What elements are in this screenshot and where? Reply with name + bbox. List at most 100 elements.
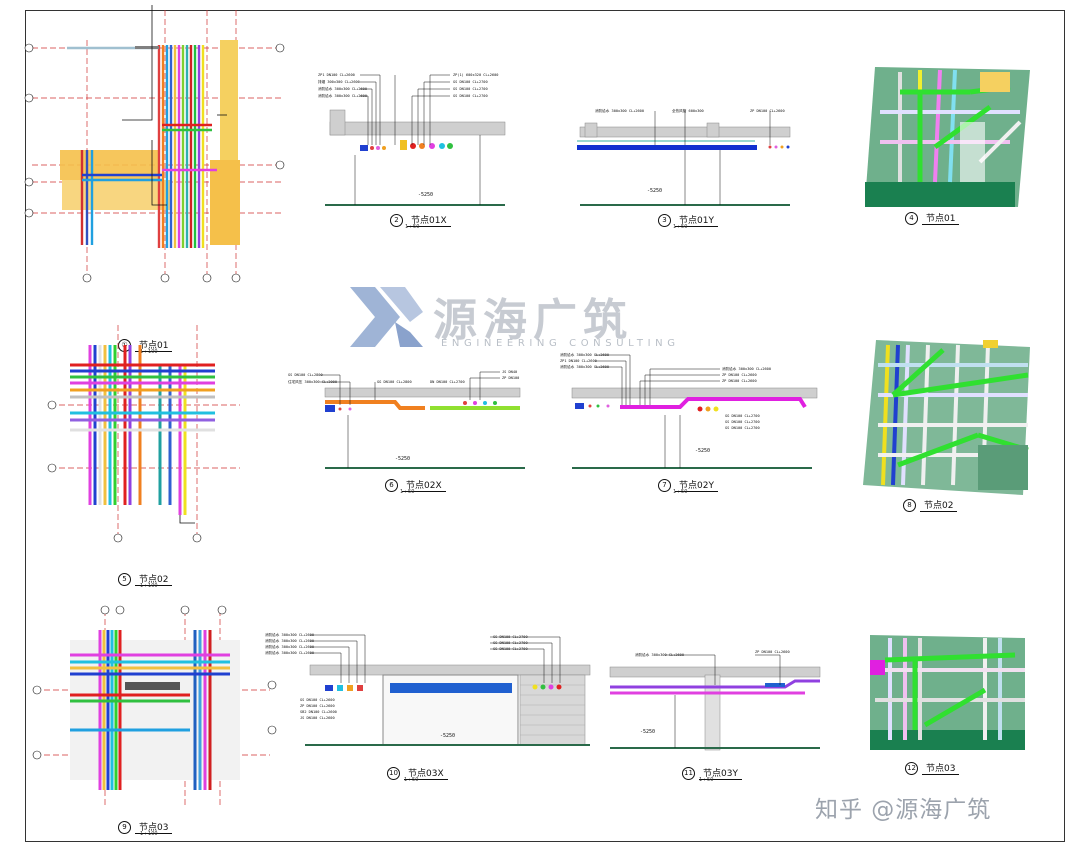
view-title-5: 5 节点02 bbox=[118, 572, 173, 586]
svg-text:消防给水 300x300 CL+2600: 消防给水 300x300 CL+2600 bbox=[722, 366, 771, 371]
svg-text:消防给水 300x300 CL+2600: 消防给水 300x300 CL+2600 bbox=[265, 638, 314, 643]
model-3d-node-02 bbox=[863, 340, 1030, 495]
view-title-12: 12 节点03 bbox=[905, 761, 960, 775]
watermark-logo-icon bbox=[350, 287, 423, 347]
watermark-text: 源海广筑 bbox=[433, 295, 633, 346]
view-number-5: 5 bbox=[118, 572, 131, 586]
view-number-6: 6 bbox=[385, 478, 398, 492]
svg-text:消防给水 300x300 CL+2600: 消防给水 300x300 CL+2600 bbox=[318, 86, 367, 91]
svg-text:消防给水 300x300 CL+2600: 消防给水 300x300 CL+2600 bbox=[265, 650, 314, 655]
svg-text:消防给水 300x300 CL+2600: 消防给水 300x300 CL+2600 bbox=[265, 644, 314, 649]
view-scale-1: 1 : 100 bbox=[140, 349, 158, 355]
view-number-7: 7 bbox=[658, 478, 671, 492]
view-name-6: 节点02X bbox=[402, 478, 446, 492]
view-title-8: 8 节点02 bbox=[903, 498, 958, 512]
svg-text:消防给水 300x300 CL+2600: 消防给水 300x300 CL+2600 bbox=[560, 364, 609, 369]
plan-node-01 bbox=[24, 5, 285, 283]
view-title-2: 2 节点01X bbox=[390, 213, 451, 227]
svg-text:消防给水 300x300 CL+2600: 消防给水 300x300 CL+2600 bbox=[635, 652, 684, 657]
view-title-3: 3 节点01Y bbox=[658, 213, 718, 227]
view-number-10: 10 bbox=[387, 766, 400, 780]
svg-text:ZP DN100: ZP DN100 bbox=[502, 376, 519, 380]
svg-text:GS DN100 CL+2700: GS DN100 CL+2700 bbox=[453, 80, 488, 84]
svg-text:GS DN100 CL+2700: GS DN100 CL+2700 bbox=[493, 635, 528, 639]
svg-text:ZP1 DN100 CL+2600: ZP1 DN100 CL+2600 bbox=[318, 73, 355, 77]
view-number-4: 4 bbox=[905, 211, 918, 225]
section-node-01x: ZP1 DN100 CL+2600 排烟 300x300 CL+2600 消防给水 … bbox=[318, 73, 506, 206]
section-node-03y: 消防给水 300x300 CL+2600 ZP DN100 CL+2600 -52… bbox=[609, 650, 821, 751]
elevation-label-03y: -5250 bbox=[640, 729, 655, 735]
zhihu-credit: 知乎 @源海广筑 bbox=[815, 797, 992, 823]
svg-text:JS DN100 CL+2600: JS DN100 CL+2600 bbox=[300, 716, 335, 720]
model-3d-node-03 bbox=[870, 635, 1025, 750]
svg-text:SB2 DN100 CL+2600: SB2 DN100 CL+2600 bbox=[300, 710, 337, 714]
elevation-label-01x: -5250 bbox=[418, 192, 433, 198]
view-name-2: 节点01X bbox=[407, 213, 451, 227]
view-scale-7: 1 : 50 bbox=[673, 489, 688, 495]
drawing-frame bbox=[25, 10, 1065, 842]
svg-text:ZP DN100 CL+2600: ZP DN100 CL+2600 bbox=[755, 650, 790, 654]
view-title-4: 4 节点01 bbox=[905, 211, 960, 225]
svg-text:GS DN100 CL+2600: GS DN100 CL+2600 bbox=[300, 698, 335, 702]
view-scale-11: 1 : 50 bbox=[699, 777, 714, 783]
view-name-5: 节点02 bbox=[135, 572, 173, 586]
svg-text:JS DN40: JS DN40 bbox=[502, 370, 517, 374]
view-title-11: 11 节点03Y bbox=[682, 766, 742, 780]
svg-text:排烟 300x300 CL+2600: 排烟 300x300 CL+2600 bbox=[318, 79, 360, 84]
view-number-11: 11 bbox=[682, 766, 695, 780]
svg-text:GS DN100 CL+2700: GS DN100 CL+2700 bbox=[453, 94, 488, 98]
svg-text:ZP(1) 600x320 CL+2600: ZP(1) 600x320 CL+2600 bbox=[453, 73, 498, 77]
svg-text:GG DN100 CL+2700: GG DN100 CL+2700 bbox=[493, 647, 528, 651]
svg-text:消防给水 300x300 CL+2600: 消防给水 300x300 CL+2600 bbox=[595, 108, 644, 113]
view-number-3: 3 bbox=[658, 213, 671, 227]
view-number-2: 2 bbox=[390, 213, 403, 227]
view-title-9: 9 节点03 bbox=[118, 820, 173, 834]
svg-text:消防给水 300x300 CL+2600: 消防给水 300x300 CL+2600 bbox=[318, 93, 367, 98]
view-number-8: 8 bbox=[903, 498, 916, 512]
svg-text:GS DN100 CL+2700: GS DN100 CL+2700 bbox=[453, 87, 488, 91]
watermark: 源海广筑 ENGINEERING CONSULTING bbox=[345, 282, 715, 354]
view-name-1: 节点01 bbox=[135, 338, 173, 352]
view-scale-6: 1 : 50 bbox=[400, 489, 415, 495]
svg-text:ZP DN100 CL+2600: ZP DN100 CL+2600 bbox=[722, 379, 757, 383]
svg-text:ZP1 DN100 CL+2600: ZP1 DN100 CL+2600 bbox=[560, 359, 597, 363]
elevation-label-03x: -5250 bbox=[440, 733, 455, 739]
svg-text:DN DN100 CL+2700: DN DN100 CL+2700 bbox=[430, 380, 465, 384]
svg-text:GS DN100 CL+2700: GS DN100 CL+2700 bbox=[725, 420, 760, 424]
svg-text:消防给水 300x300 CL+2600: 消防给水 300x300 CL+2600 bbox=[265, 632, 314, 637]
elevation-label-01y: -5250 bbox=[647, 188, 662, 194]
view-name-12: 节点03 bbox=[922, 761, 960, 775]
view-name-9: 节点03 bbox=[135, 820, 173, 834]
view-scale-9: 1 : 100 bbox=[140, 831, 158, 837]
view-name-10: 节点03X bbox=[404, 766, 448, 780]
svg-text:GG DN100 CL+2700: GG DN100 CL+2700 bbox=[493, 641, 528, 645]
view-name-4: 节点01 bbox=[922, 211, 960, 225]
elevation-label-02y: -5250 bbox=[695, 448, 710, 454]
svg-text:GG DN100 CL+2800: GG DN100 CL+2800 bbox=[377, 380, 412, 384]
view-name-3: 节点01Y bbox=[675, 213, 718, 227]
view-scale-2: 1 : 50 bbox=[405, 224, 420, 230]
view-scale-10: 1 : 50 bbox=[404, 777, 419, 783]
svg-text:全热风管 600x300: 全热风管 600x300 bbox=[672, 108, 704, 113]
svg-text:住宅风压 300x300 CL+2000: 住宅风压 300x300 CL+2000 bbox=[288, 379, 337, 384]
view-title-7: 7 节点02Y bbox=[658, 478, 718, 492]
view-name-8: 节点02 bbox=[920, 498, 958, 512]
watermark-subtitle: ENGINEERING CONSULTING bbox=[441, 338, 680, 349]
view-title-10: 10 节点03X bbox=[387, 766, 448, 780]
svg-text:消防给水 300x300 CL+2600: 消防给水 300x300 CL+2600 bbox=[560, 352, 609, 357]
model-3d-node-01 bbox=[865, 67, 1030, 207]
view-scale-5: 1 : 100 bbox=[140, 583, 158, 589]
svg-text:GS DN100 CL+2700: GS DN100 CL+2700 bbox=[725, 426, 760, 430]
view-number-12: 12 bbox=[905, 761, 918, 775]
view-name-7: 节点02Y bbox=[675, 478, 718, 492]
elevation-label-02x: -5250 bbox=[395, 456, 410, 462]
view-scale-3: 1 : 50 bbox=[673, 224, 688, 230]
plan-node-02 bbox=[47, 325, 240, 543]
view-number-9: 9 bbox=[118, 820, 131, 834]
svg-text:ZP DN100 CL+2600: ZP DN100 CL+2600 bbox=[722, 373, 757, 377]
view-name-11: 节点03Y bbox=[699, 766, 742, 780]
